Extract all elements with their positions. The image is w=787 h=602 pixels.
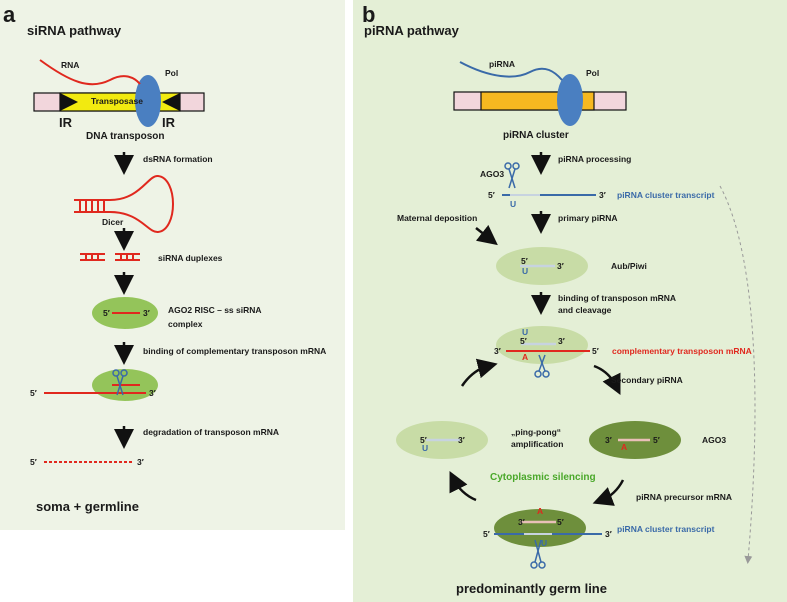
scissors-icon-b1: [504, 162, 520, 189]
panel-b-arrows: [449, 152, 625, 506]
primary-label: primary piRNA: [558, 213, 618, 223]
maternal-label: Maternal deposition: [397, 213, 478, 223]
binding-b-three-prime: 3′: [494, 346, 501, 356]
dsrna-hairpin: [74, 175, 174, 233]
pingpong-line1: „ping-pong“: [511, 427, 562, 437]
degraded-three-prime: 3′: [137, 457, 144, 467]
risc-three-prime: 3′: [143, 308, 150, 318]
transposase-label: Transposase: [91, 96, 143, 106]
pingpong-five-prime: 5′: [420, 435, 427, 445]
ago3-five-prime: 5′: [653, 435, 660, 445]
germline-label: predominantly germ line: [456, 581, 607, 596]
panel-b-pirna-cluster: [453, 61, 627, 126]
precursor-label: piRNA precursor mRNA: [636, 492, 733, 502]
bottom-five-prime: 5′: [483, 529, 490, 539]
bottom-three-prime: 3′: [605, 529, 612, 539]
aub-u-label: U: [522, 266, 529, 276]
dashed-feedback-arrow: [719, 185, 756, 564]
panel-b-title: piRNA pathway: [364, 23, 459, 38]
precursor-ellipse: [494, 509, 586, 547]
degradation-label: degradation of transposon mRNA: [143, 427, 280, 437]
cytoplasmic-label: Cytoplasmic silencing: [490, 472, 596, 483]
dsrna-label: dsRNA formation: [143, 154, 213, 164]
ir-right-label: IR: [162, 115, 175, 130]
risc-five-prime: 5′: [103, 308, 110, 318]
pingpong-u-label: U: [422, 443, 429, 453]
precursor-five-prime: 5′: [557, 517, 564, 527]
pol-label: Pol: [165, 68, 179, 78]
sirna-duplexes-graphic: [80, 253, 140, 261]
binding-three-prime: 3′: [149, 388, 156, 398]
binding-label: binding of complementary transposon mRNA: [143, 346, 327, 356]
aub-five-prime: 5′: [521, 256, 528, 266]
dna-transposon-label: DNA transposon: [86, 131, 165, 142]
ir-right-triangle: [162, 93, 180, 111]
ago3-top-label: AGO3: [480, 169, 505, 179]
panel-a-dna-transposon: [33, 59, 205, 127]
cluster-u-label: U: [510, 199, 517, 209]
binding-five-prime: 5′: [30, 388, 37, 398]
ago3-three-prime: 3′: [605, 435, 612, 445]
dicer-label: Dicer: [102, 217, 124, 227]
aub-piwi-label: Aub/Piwi: [611, 261, 647, 271]
pingpong-three-prime: 3′: [458, 435, 465, 445]
panel-b-letter: b: [362, 2, 376, 27]
binding-a-label: A: [522, 352, 529, 362]
complex-label: complex: [168, 319, 203, 329]
degraded-five-prime: 5′: [30, 457, 37, 467]
bottom-u-label: U: [541, 538, 548, 548]
cluster-label: piRNA cluster: [503, 130, 569, 141]
ago3-a-label: A: [621, 442, 628, 452]
secondary-label: Secondary piRNA: [611, 375, 683, 385]
ir-left-triangle: [60, 93, 78, 111]
pol-label-b: Pol: [586, 68, 600, 78]
soma-germline-label: soma + germline: [36, 499, 139, 514]
ir-left-label: IR: [59, 115, 72, 130]
panel-a-background: [0, 0, 345, 530]
precursor-three-prime: 3′: [518, 517, 525, 527]
aub-three-prime: 3′: [557, 261, 564, 271]
cluster-five-prime: 5′: [488, 190, 495, 200]
scissors-icon-a: [112, 369, 128, 396]
binding-b-five-prime: 5′: [520, 336, 527, 346]
panel-a-title: siRNA pathway: [27, 23, 122, 38]
risc-label: AGO2 RISC – ss siRNA: [168, 305, 262, 315]
rna-strand: [39, 59, 141, 86]
pirna-label: piRNA: [489, 59, 515, 69]
panel-a-letter: a: [3, 2, 16, 27]
bottom-transcript-label: piRNA cluster transcript: [617, 524, 715, 534]
pol-ellipse-b: [557, 74, 583, 126]
binding-b-line1: binding of transposon mRNA: [558, 293, 677, 303]
binding-b-three-prime-inner: 3′: [558, 336, 565, 346]
binding-b-five-prime-right: 5′: [592, 346, 599, 356]
pirna-strand: [459, 61, 563, 81]
cluster-three-prime: 3′: [599, 190, 606, 200]
rna-label: RNA: [61, 60, 80, 70]
complementary-label: complementary transposon mRNA: [612, 346, 752, 356]
cluster-transcript-label: piRNA cluster transcript: [617, 190, 715, 200]
pol-ellipse: [135, 75, 161, 127]
scissors-icon-b3: [530, 539, 546, 569]
pingpong-line2: amplification: [511, 439, 564, 449]
binding-b-line2: and cleavage: [558, 305, 612, 315]
sirna-duplexes-label: siRNA duplexes: [158, 253, 223, 263]
scissors-icon-b2: [534, 354, 550, 378]
processing-label: piRNA processing: [558, 154, 632, 164]
ago3-label: AGO3: [702, 435, 727, 445]
precursor-a-label: A: [537, 506, 544, 516]
binding-u-label: U: [522, 327, 529, 337]
